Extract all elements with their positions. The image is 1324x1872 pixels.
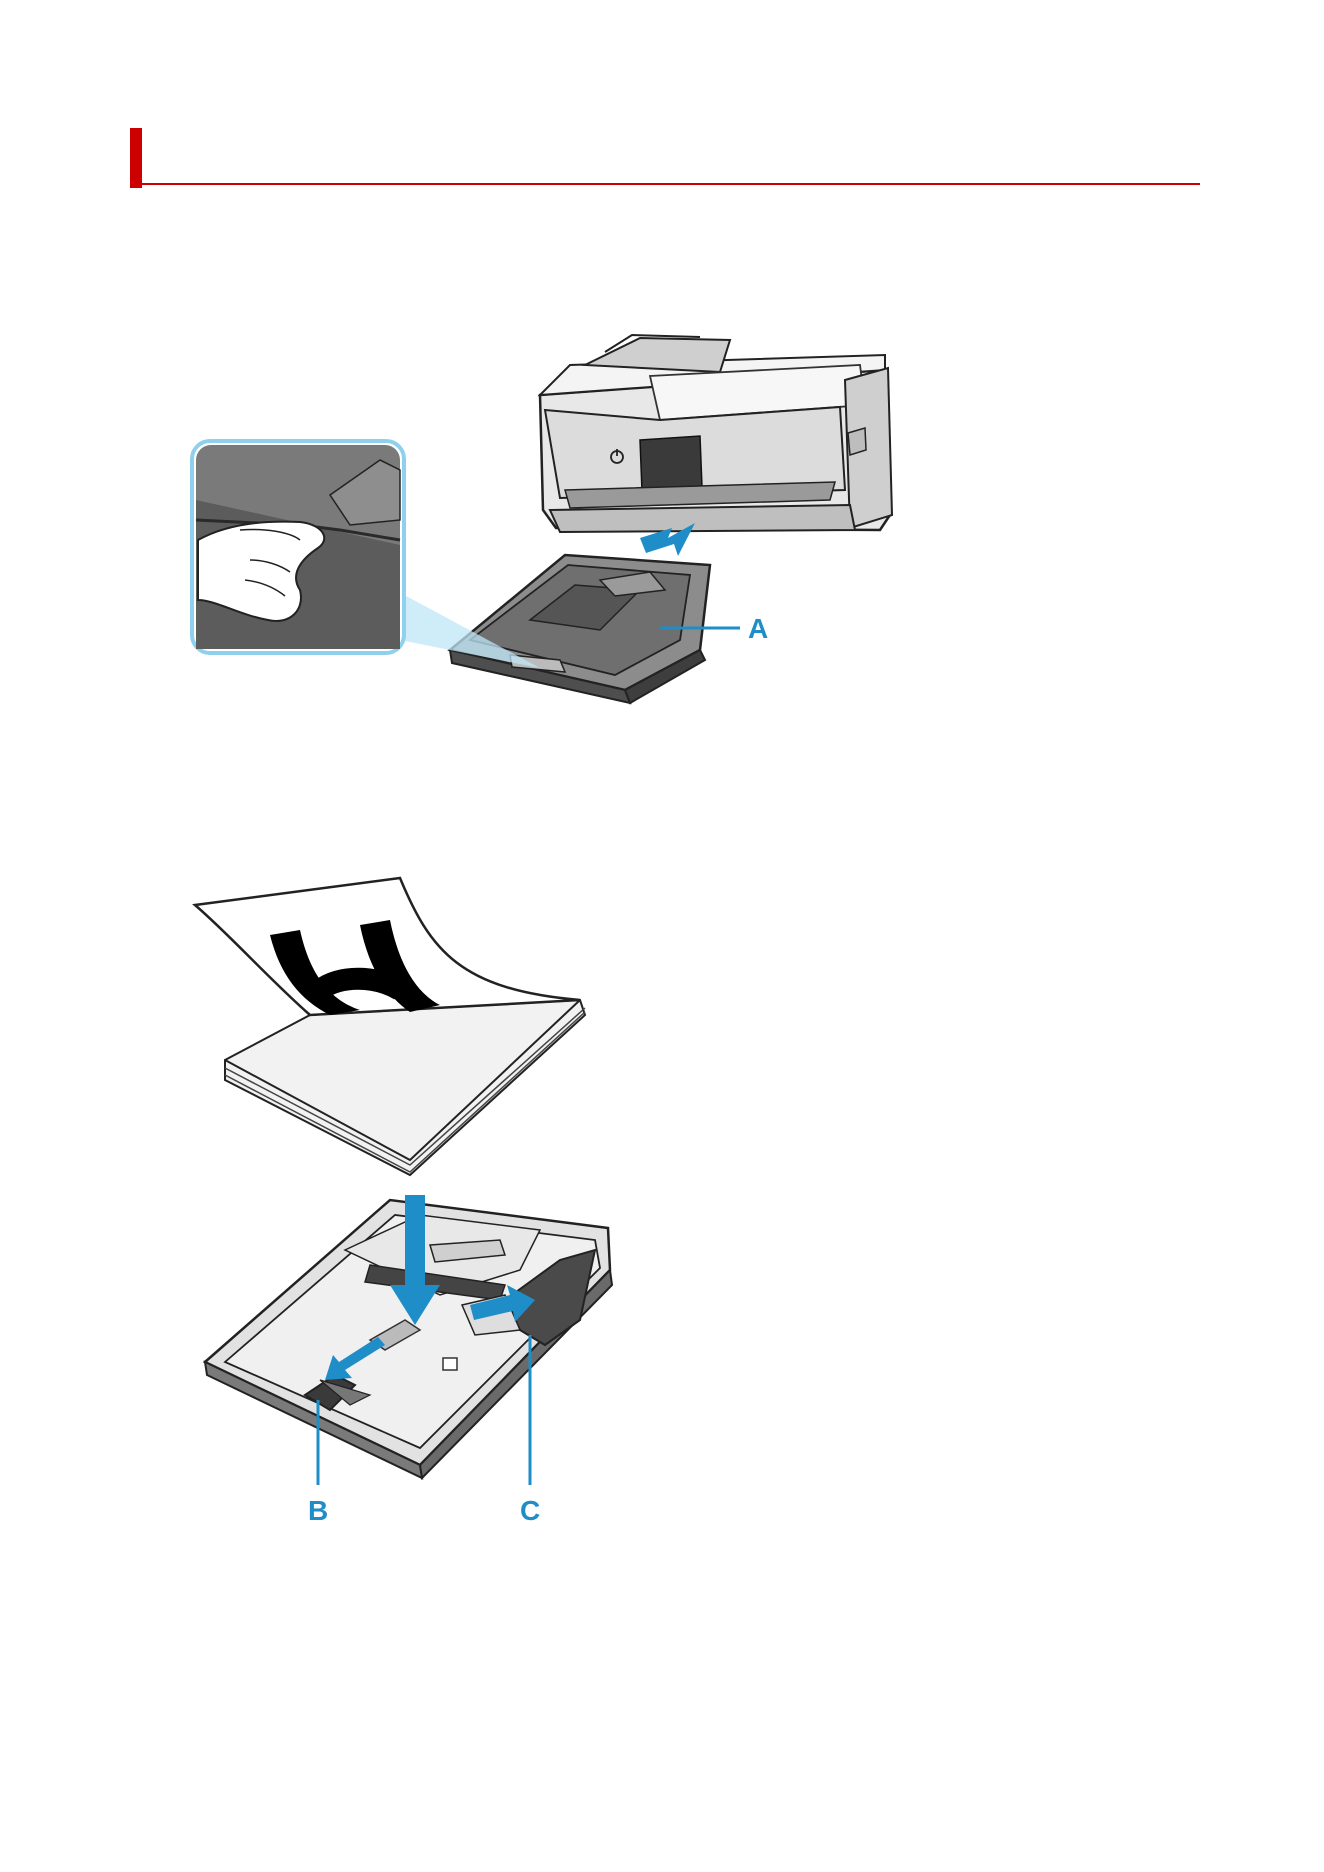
callout-label-c: C <box>520 1495 540 1526</box>
paper-stack-illustration <box>195 878 585 1175</box>
callout-label-a: A <box>748 613 768 644</box>
printer-illustration <box>540 335 892 532</box>
figure-load-paper: B C <box>195 878 612 1526</box>
callout-label-b: B <box>308 1495 328 1526</box>
figure-printer-cassette: A <box>192 335 892 703</box>
